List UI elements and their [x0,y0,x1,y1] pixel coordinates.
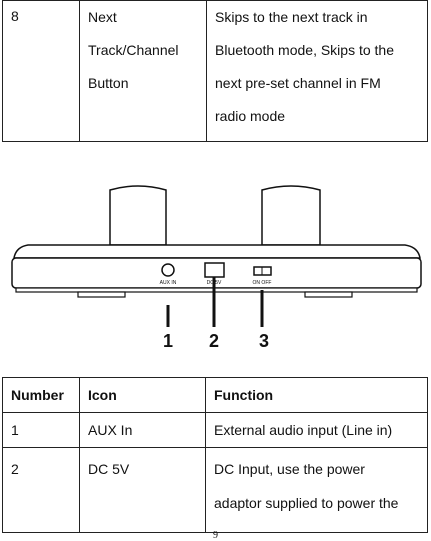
device-base [16,288,417,292]
table-header-row: Number Icon Function [3,378,428,413]
function-cell: DC Input, use the power adaptor supplied… [206,448,428,533]
device-rear-panel-illustration: AUX IN DC 5V ON OFF 1 2 3 [0,170,431,355]
dc-5v-port [205,263,224,277]
icon-text-line: Next [88,9,206,42]
number-cell: 2 [3,448,80,533]
ports-table: Number Icon Function 1 AUX In External a… [2,377,428,533]
icon-text-line: Track/Channel [88,42,206,75]
right-knob [262,186,320,245]
function-text-line: radio mode [215,108,427,141]
row-function: External audio input (Line in) [206,413,428,448]
header-function: Function [206,378,428,413]
aux-in-port [162,264,174,276]
function-cell: Skips to the next track in Bluetooth mod… [207,1,428,142]
left-knob [110,186,166,245]
function-text-line: DC Input, use the power [214,448,427,486]
header-number: Number [3,378,80,413]
on-off-label: ON OFF [253,280,272,286]
callout-number-1: 1 [163,331,173,351]
icon-cell: Next Track/Channel Button [80,1,207,142]
header-icon: Icon [80,378,206,413]
row-icon: DC 5V [88,448,205,486]
function-text-line: Bluetooth mode, Skips to the [215,42,427,75]
row-icon: AUX In [80,413,206,448]
aux-in-label: AUX IN [160,280,177,286]
icon-cell: DC 5V [80,448,206,533]
function-text-line: adaptor supplied to power the [214,486,427,520]
row-number: 2 [11,448,79,486]
callout-number-3: 3 [259,331,269,351]
table-row: 2 DC 5V DC Input, use the power adaptor … [3,448,428,533]
right-foot [305,292,352,297]
number-cell: 8 [3,1,80,142]
left-foot [78,292,125,297]
callout-number-2: 2 [209,331,219,351]
table-row: 1 AUX In External audio input (Line in) [3,413,428,448]
icon-text-line: Button [88,75,206,108]
row-number: 8 [11,8,19,24]
device-top-edge [14,245,420,258]
function-text-line: Skips to the next track in [215,9,427,42]
function-text-line: next pre-set channel in FM [215,75,427,108]
table-row: 8 Next Track/Channel Button Skips to the… [3,1,428,142]
row-number: 1 [3,413,80,448]
controls-table-continued: 8 Next Track/Channel Button Skips to the… [2,0,428,142]
page-number: 9 [0,530,431,541]
